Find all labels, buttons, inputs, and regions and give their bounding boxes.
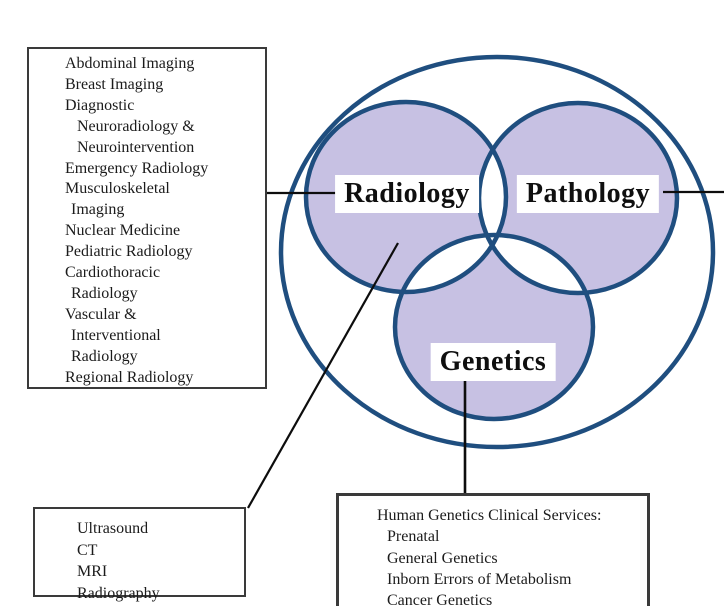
genetics-circle-label: Genetics — [430, 343, 556, 381]
list-item: Neurointervention — [77, 138, 195, 156]
list-item: Cardiothoracic — [65, 264, 161, 282]
list-item: Inborn Errors of Metabolism — [387, 570, 572, 588]
imaging-modalities-box: Ultrasound CT MRI Radiography — [33, 507, 246, 602]
list-item: MRI — [77, 563, 108, 580]
outer-circle — [278, 54, 716, 450]
list-item: Musculoskeletal — [65, 180, 170, 198]
list-item: Radiology — [71, 347, 138, 365]
radiology-circle-label: Radiology — [335, 175, 479, 213]
list-item: Prenatal — [387, 528, 440, 546]
list-item: Neuroradiology & — [77, 117, 195, 135]
list-item: Imaging — [71, 201, 125, 219]
list-item: Interventional — [71, 326, 161, 344]
list-item: Emergency Radiology — [65, 159, 209, 177]
list-item: Breast Imaging — [65, 75, 164, 93]
connector-radiology-modalities — [247, 242, 399, 509]
pathology-circle-label: Pathology — [516, 175, 660, 213]
list-item: Vascular & — [65, 305, 137, 323]
list-item: Cancer Genetics — [387, 592, 493, 606]
pathology-circle-outline — [476, 100, 680, 296]
list-item: Nuclear Medicine — [65, 222, 181, 240]
genetics-services-box: Human Genetics Clinical Services: Prenat… — [336, 493, 650, 606]
list-item: Radiography — [77, 584, 160, 602]
list-item: Regional Radiology — [65, 368, 194, 386]
list-item: Diagnostic — [65, 96, 135, 114]
radiology-circle-outline — [303, 99, 509, 295]
list-item: General Genetics — [387, 549, 498, 567]
radiology-services-box: Abdominal Imaging Breast Imaging Diagnos… — [27, 47, 267, 389]
list-item: Abdominal Imaging — [65, 55, 195, 72]
list-item: Pediatric Radiology — [65, 243, 193, 261]
list-item: CT — [77, 541, 98, 559]
list-item: Radiology — [71, 284, 138, 302]
genetics-services-title: Human Genetics Clinical Services: — [377, 507, 602, 524]
genetics-circle-outline — [392, 232, 596, 422]
list-item: Ultrasound — [77, 520, 149, 537]
